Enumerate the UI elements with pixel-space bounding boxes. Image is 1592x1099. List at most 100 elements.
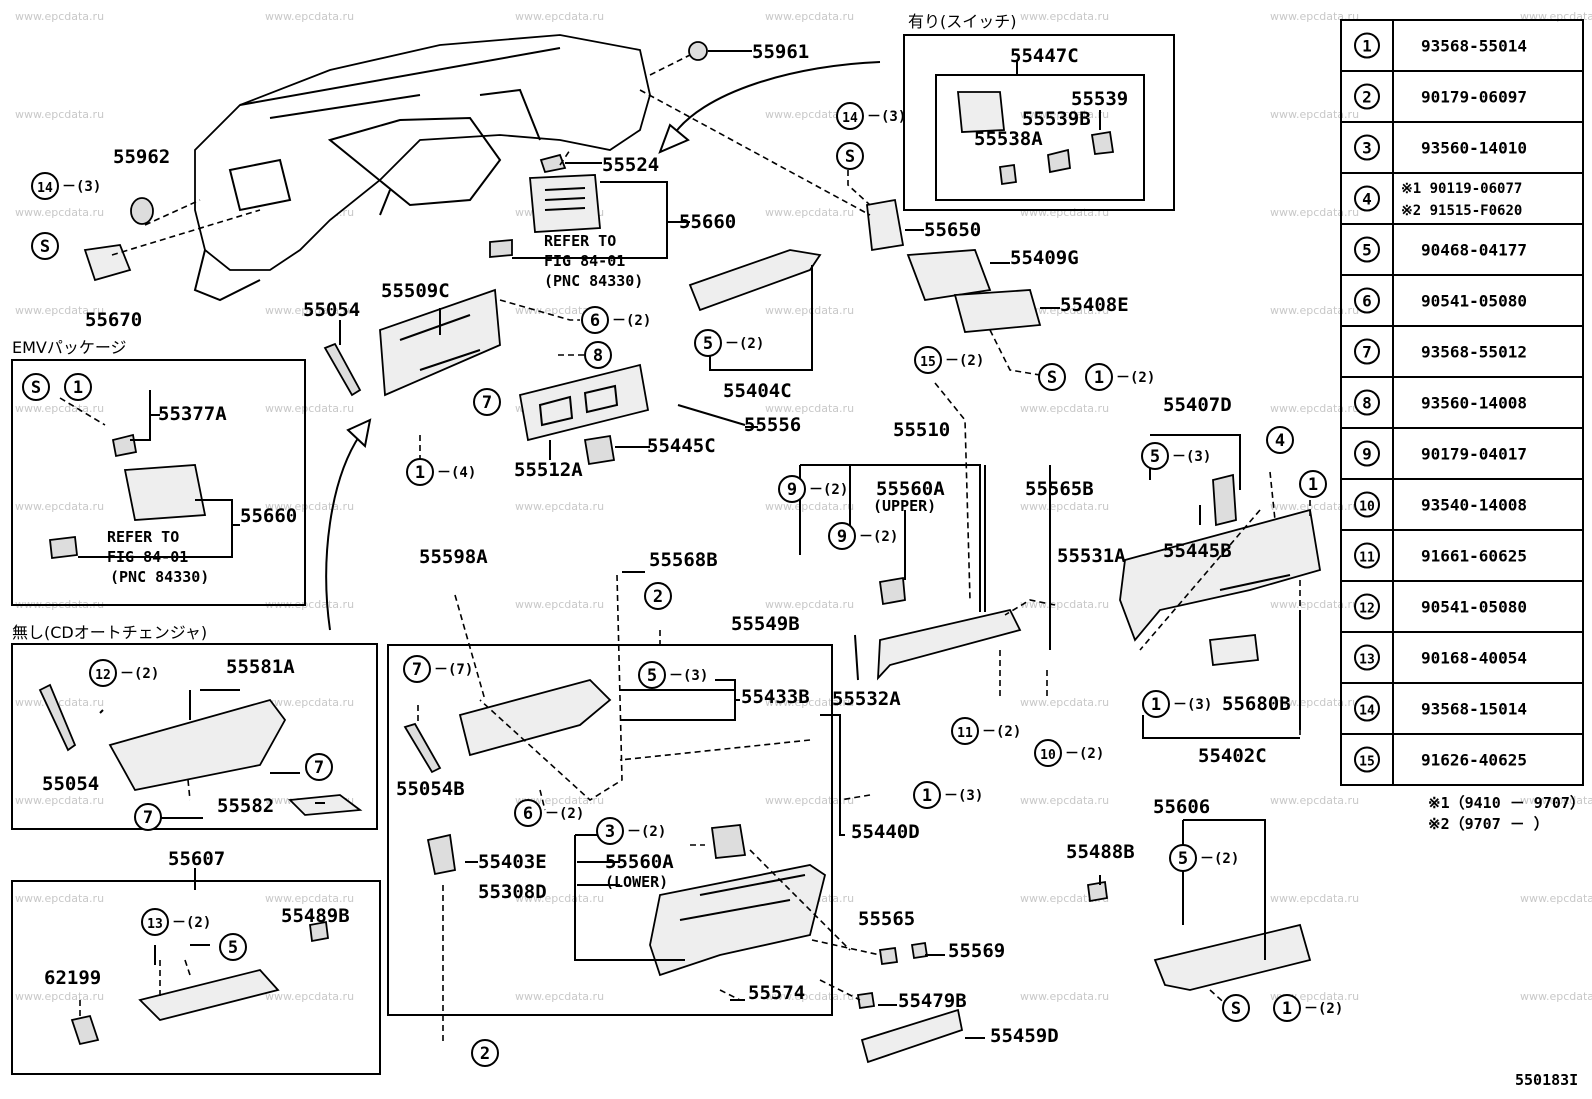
callout-number: 6 bbox=[590, 311, 600, 331]
label-55510: 55510 bbox=[893, 419, 950, 441]
part-labels: 55961 55962 55670 55524 55660 REFER TO F… bbox=[42, 41, 1585, 1089]
table-ref-circle bbox=[1354, 644, 1380, 671]
callout-number: 7 bbox=[143, 808, 153, 828]
watermark-text: www.epcdata.ru bbox=[515, 500, 604, 513]
watermark-text: www.epcdata.ru bbox=[1270, 794, 1359, 807]
callout-circle bbox=[141, 908, 169, 936]
callout-circle bbox=[1169, 844, 1197, 872]
callout-number: 6 bbox=[523, 804, 533, 824]
label-55402c: 55402C bbox=[1198, 745, 1267, 767]
watermark-text: www.epcdata.ru bbox=[15, 794, 104, 807]
callout-quantity: －(3) bbox=[1173, 697, 1212, 713]
callout-circle bbox=[1034, 739, 1062, 767]
instrument-panel-drawing bbox=[193, 34, 651, 302]
callout-circle bbox=[914, 346, 942, 374]
table-part-code-alt: ※2 91515-F0620 bbox=[1401, 203, 1522, 219]
label-55569: 55569 bbox=[948, 940, 1005, 962]
callout-circle bbox=[596, 817, 624, 845]
table-ref-circle bbox=[1354, 542, 1380, 569]
table-ref-number: 11 bbox=[1359, 551, 1375, 566]
callout-number: 5 bbox=[1150, 447, 1160, 467]
callout-circle bbox=[1273, 994, 1301, 1022]
label-55054-nocd: 55054 bbox=[42, 773, 99, 795]
callout-number: 1 bbox=[922, 786, 932, 806]
table-part-code: 93560-14010 bbox=[1421, 139, 1527, 158]
table-ref-circle bbox=[1354, 440, 1380, 467]
callout-circle bbox=[473, 388, 501, 416]
label-55524: 55524 bbox=[602, 154, 659, 176]
callout-quantity: －(3) bbox=[944, 788, 983, 804]
table-part-code: ※1 90119-06077 bbox=[1401, 181, 1522, 197]
callout-number: 1 bbox=[73, 378, 83, 398]
watermark-text: www.epcdata.ru bbox=[515, 990, 604, 1003]
table-ref-circle bbox=[1354, 134, 1380, 161]
label-55403e: 55403E bbox=[478, 851, 547, 873]
callout-number: 4 bbox=[1275, 431, 1285, 451]
watermark-text: www.epcdata.ru bbox=[1270, 206, 1359, 219]
callout-number: 10 bbox=[1040, 748, 1056, 763]
label-55660-emv: 55660 bbox=[240, 505, 297, 527]
watermark-text: www.epcdata.ru bbox=[1520, 10, 1592, 23]
label-55539: 55539 bbox=[1071, 88, 1128, 110]
part-55440d-box bbox=[387, 644, 833, 1016]
callout-circle bbox=[1299, 470, 1327, 498]
label-55509c: 55509C bbox=[381, 280, 450, 302]
label-55512a: 55512A bbox=[514, 459, 583, 481]
label-55565: 55565 bbox=[858, 908, 915, 930]
label-55598a: 55598A bbox=[419, 546, 488, 568]
watermark-text: www.epcdata.ru bbox=[265, 402, 354, 415]
callout-circle bbox=[406, 458, 434, 486]
watermark-text: www.epcdata.ru bbox=[1270, 304, 1359, 317]
label-55680b: 55680B bbox=[1222, 693, 1291, 715]
callout-number: 1 bbox=[1151, 695, 1161, 715]
watermark-text: www.epcdata.ru bbox=[15, 696, 104, 709]
table-ref-circle bbox=[1354, 83, 1380, 110]
table-ref-number: 15 bbox=[1359, 755, 1375, 770]
callout-circle bbox=[1142, 690, 1170, 718]
table-ref-number: 1 bbox=[1362, 37, 1372, 56]
watermark-text: www.epcdata.ru bbox=[1020, 892, 1109, 905]
watermark-text: www.epcdata.ru bbox=[265, 892, 354, 905]
label-55581a: 55581A bbox=[226, 656, 295, 678]
callout-quantity: －(2) bbox=[120, 666, 159, 682]
switch-group-box bbox=[903, 34, 1175, 211]
callout-number: 1 bbox=[415, 463, 425, 483]
watermark-text: www.epcdata.ru bbox=[1020, 402, 1109, 415]
callout-number: S bbox=[40, 237, 50, 257]
label-55054: 55054 bbox=[303, 299, 360, 321]
callout-circle bbox=[64, 373, 92, 401]
callout-number: 5 bbox=[647, 666, 657, 686]
callout-number: 5 bbox=[703, 334, 713, 354]
watermark-text: www.epcdata.ru bbox=[15, 892, 104, 905]
label-55670: 55670 bbox=[85, 309, 142, 331]
callout-circle bbox=[778, 475, 806, 503]
note-no-cd-changer: 無し(CDオートチェンジャ) bbox=[12, 623, 207, 642]
table-ref-circle bbox=[1354, 491, 1380, 518]
watermark-text: www.epcdata.ru bbox=[265, 990, 354, 1003]
callout-circle bbox=[644, 582, 672, 610]
watermark-text: www.epcdata.ru bbox=[1020, 108, 1109, 121]
callout-quantity: －(2) bbox=[172, 915, 211, 931]
table-ref-number: 3 bbox=[1362, 139, 1372, 158]
label-55549b: 55549B bbox=[731, 613, 800, 635]
watermark-text: www.epcdata.ru bbox=[15, 500, 104, 513]
table-part-code: 91661-60625 bbox=[1421, 547, 1527, 566]
callout-quantity: －(2) bbox=[545, 806, 584, 822]
callout-number: S bbox=[1047, 368, 1057, 388]
label-55488b: 55488B bbox=[1066, 841, 1135, 863]
table-part-code: 90541-05080 bbox=[1421, 598, 1527, 617]
callout-number: S bbox=[845, 147, 855, 167]
callout-quantity: －(2) bbox=[982, 724, 1021, 740]
callout-circle bbox=[828, 522, 856, 550]
watermark-text: www.epcdata.ru bbox=[1020, 598, 1109, 611]
callout-number: 1 bbox=[1094, 368, 1104, 388]
watermark-text: www.epcdata.ru bbox=[1520, 794, 1592, 807]
lower-text: (LOWER) bbox=[605, 873, 668, 891]
callout-number: 7 bbox=[412, 660, 422, 680]
callout-number: 9 bbox=[787, 480, 797, 500]
callout-circle bbox=[305, 753, 333, 781]
label-55479b: 55479B bbox=[898, 990, 967, 1012]
emv-package-box bbox=[11, 359, 306, 606]
callout-circle bbox=[913, 781, 941, 809]
